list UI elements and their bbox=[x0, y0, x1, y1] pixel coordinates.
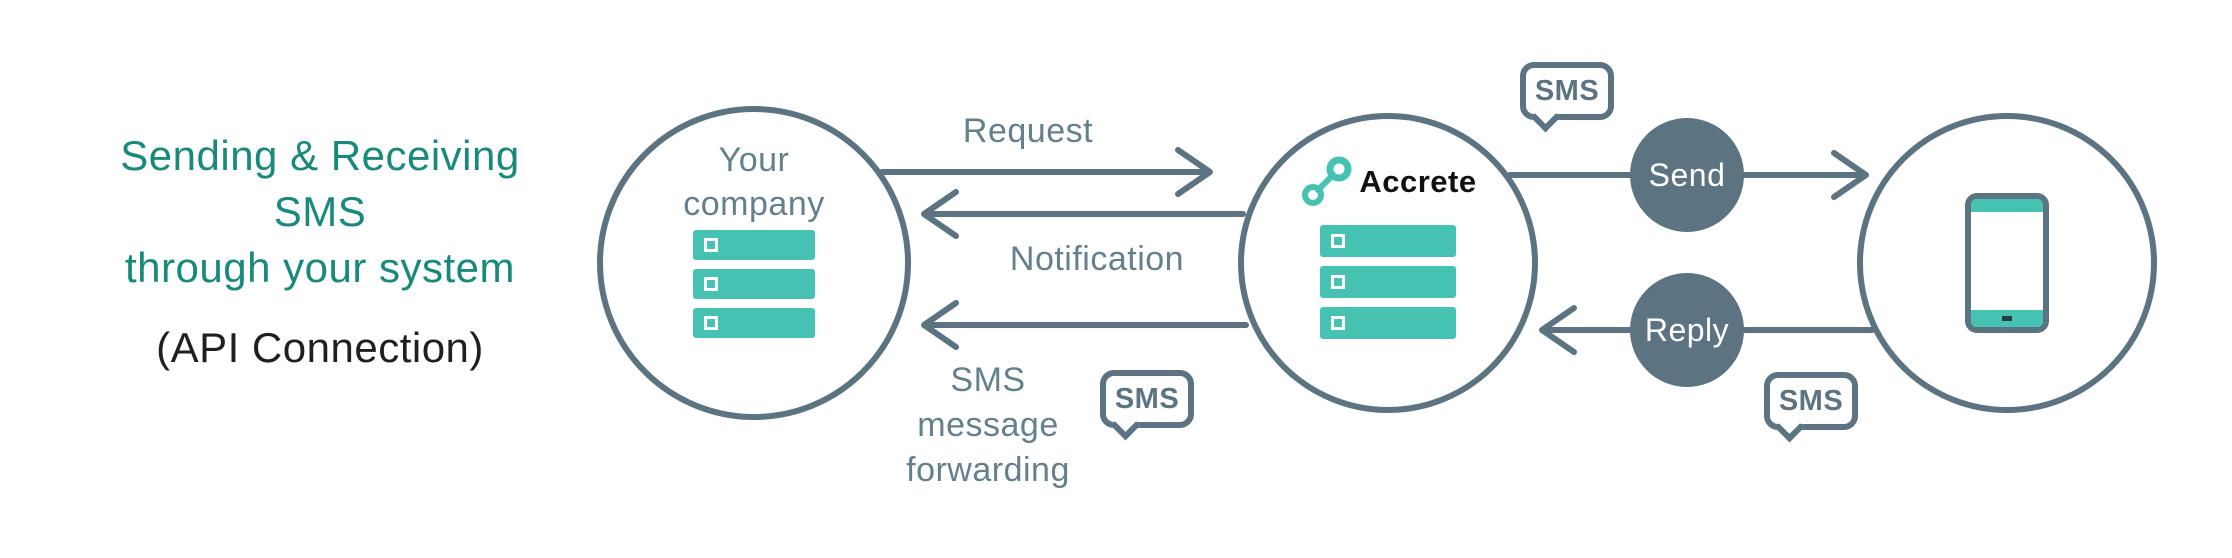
title-line-1: Sending & Receiving bbox=[120, 132, 520, 179]
accrete-node: Accrete bbox=[1238, 113, 1538, 413]
company-label: Your company bbox=[603, 138, 905, 226]
server-led-icon bbox=[704, 277, 718, 291]
subtitle-api-connection: (API Connection) bbox=[156, 324, 484, 371]
forwarding-label-line-2: message bbox=[917, 406, 1059, 444]
company-label-line-1: Your bbox=[718, 141, 790, 179]
title-line-3: through your system bbox=[124, 244, 515, 291]
sms-bubble-reply: SMS bbox=[1764, 372, 1858, 430]
server-bar bbox=[693, 269, 815, 299]
server-led-icon bbox=[704, 316, 718, 330]
server-led-icon bbox=[1331, 316, 1345, 330]
server-led-icon bbox=[704, 238, 718, 252]
server-bar bbox=[1320, 266, 1456, 298]
phone-screen bbox=[1971, 212, 2043, 310]
forwarding-label-line-3: forwarding bbox=[906, 451, 1070, 489]
request-arrow bbox=[879, 147, 1213, 197]
smartphone-icon bbox=[1965, 193, 2049, 333]
server-bar bbox=[1320, 307, 1456, 339]
link-icon bbox=[1302, 156, 1352, 206]
phone-node bbox=[1857, 113, 2157, 413]
server-icon bbox=[1320, 225, 1456, 339]
phone-home-band bbox=[1971, 310, 2043, 327]
server-icon bbox=[693, 230, 815, 338]
notification-arrow bbox=[921, 189, 1246, 239]
company-node: Your company bbox=[597, 106, 911, 420]
forwarding-label-line-1: SMS bbox=[950, 361, 1026, 399]
phone-home-button bbox=[2002, 316, 2012, 321]
forwarding-arrow bbox=[921, 300, 1249, 350]
server-bar bbox=[693, 230, 815, 260]
title-line-2: SMS bbox=[273, 188, 367, 235]
server-led-icon bbox=[1331, 275, 1345, 289]
send-badge: Send bbox=[1630, 118, 1744, 232]
sms-bubble-label: SMS bbox=[1114, 382, 1180, 415]
sms-bubble-send: SMS bbox=[1520, 62, 1614, 120]
reply-badge: Reply bbox=[1630, 273, 1744, 387]
sms-bubble-forwarding: SMS bbox=[1100, 370, 1194, 428]
notification-label: Notification bbox=[1009, 240, 1185, 278]
request-label: Request bbox=[962, 112, 1094, 150]
server-led-icon bbox=[1331, 234, 1345, 248]
forwarding-label: SMS message forwarding bbox=[868, 358, 1108, 493]
sms-bubble-label: SMS bbox=[1534, 74, 1600, 107]
phone-speaker-band bbox=[1971, 199, 2043, 212]
company-label-line-2: company bbox=[683, 185, 825, 223]
title-block: Sending & Receiving SMS through your sys… bbox=[28, 128, 612, 376]
accrete-logo: Accrete bbox=[1244, 155, 1532, 209]
accrete-brand: Accrete bbox=[1359, 164, 1477, 199]
server-bar bbox=[1320, 225, 1456, 257]
sms-bubble-label: SMS bbox=[1778, 384, 1844, 417]
server-bar bbox=[693, 308, 815, 338]
